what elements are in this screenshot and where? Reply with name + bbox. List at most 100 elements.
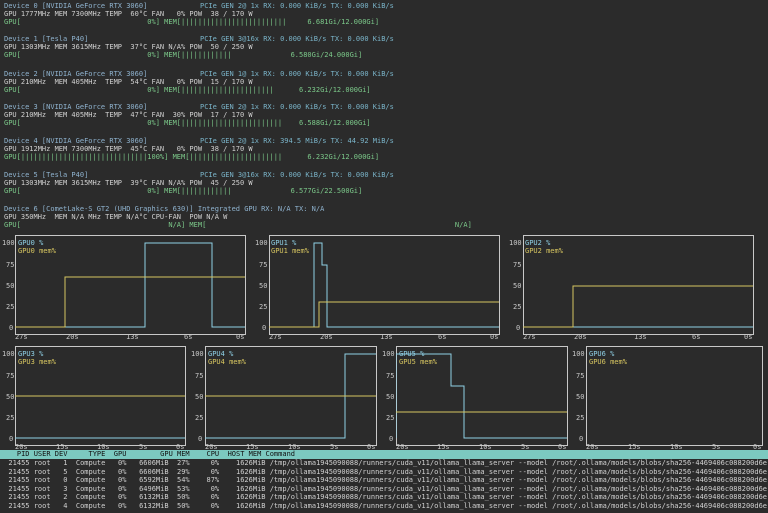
gpu4-xtick-10s: 10s (288, 443, 301, 451)
device-2-stats: GPU 210MHz MEM 405MHz TEMP 54°C FAN 0% P… (4, 78, 253, 86)
gpu5-ytick-100: 100 (382, 350, 395, 358)
gpu4-ytick-50: 50 (195, 393, 204, 401)
gpu0-chart (15, 235, 246, 335)
gpu5-xtick-20s: 20s (396, 443, 409, 451)
gpu3-ytick-75: 75 (6, 372, 15, 380)
device-6-bar: GPU[ N/A] MEM[ N/A] (4, 221, 472, 229)
gpu3-xtick-0s: 0s (176, 443, 185, 451)
gpu0-ytick-25: 25 (6, 303, 15, 311)
gpu5-ytick-0: 0 (389, 435, 394, 443)
device-4-name: Device 4 [NVIDIA GeForce RTX 3060] (4, 137, 148, 145)
gpu2-ytick-50: 50 (513, 282, 522, 290)
gpu1-xtick-6s: 6s (438, 333, 447, 341)
gpu4-ytick-75: 75 (195, 372, 204, 380)
device-1-pcie: PCIe GEN 3@16x RX: 0.000 KiB/s TX: 0.000… (200, 35, 394, 43)
gpu5-xtick-0s: 0s (558, 443, 567, 451)
gpu3-ytick-25: 25 (6, 414, 15, 422)
gpu6-xtick-15s: 15s (628, 443, 641, 451)
process-row[interactable]: 21455 root 3 Compute 0% 6496MiB 53% 0% 1… (0, 485, 768, 493)
gpu6-ytick-25: 25 (576, 414, 585, 422)
gpu1-xtick-27s: 27s (269, 333, 282, 341)
gpu4-ytick-100: 100 (191, 350, 204, 358)
gpu1-xtick-13s: 13s (380, 333, 393, 341)
gpu1-util-line (269, 242, 499, 328)
process-row[interactable]: 21455 root 4 Compute 0% 6132MiB 50% 0% 1… (0, 502, 768, 510)
gpu6-ytick-100: 100 (572, 350, 585, 358)
gpu1-chart (269, 235, 500, 335)
gpu3-xtick-15s: 15s (56, 443, 69, 451)
gpu3-ytick-0: 0 (9, 435, 14, 443)
gpu1-mem-line (269, 301, 499, 328)
gpu1-util-title: GPU1 % (271, 239, 297, 247)
gpu0-xtick-13s: 13s (126, 333, 139, 341)
device-2-bar: GPU[ 0%] MEM[|||||||||||||||||||||| 6.23… (4, 86, 371, 94)
gpu2-xtick-0s: 0s (744, 333, 753, 341)
gpu2-mem-line (523, 285, 753, 328)
gpu5-xtick-10s: 10s (479, 443, 492, 451)
gpu0-mem-line (15, 276, 245, 328)
device-1-stats: GPU 1303MHz MEM 3615MHz TEMP 37°C FAN N/… (4, 43, 253, 51)
gpu1-ytick-25: 25 (259, 303, 268, 311)
gpu0-mem-title: GPU0 mem% (18, 247, 56, 255)
gpu2-ytick-25: 25 (513, 303, 522, 311)
gpu0-util-line (15, 242, 245, 328)
gpu5-xtick-15s: 15s (437, 443, 450, 451)
process-row[interactable]: 21455 root 2 Compute 0% 6132MiB 50% 0% 1… (0, 493, 768, 501)
process-row[interactable]: 21455 root 5 Compute 0% 6606MiB 29% 0% 1… (0, 468, 768, 476)
device-4-stats: GPU 1912MHz MEM 7300MHz TEMP 45°C FAN 0%… (4, 145, 253, 153)
gpu0-xtick-6s: 6s (184, 333, 193, 341)
gpu0-xtick-20s: 20s (66, 333, 79, 341)
gpu5-ytick-75: 75 (386, 372, 395, 380)
gpu2-ytick-75: 75 (513, 261, 522, 269)
gpu6-chart (586, 346, 763, 446)
device-5-bar: GPU[ 0%] MEM[|||||||||||| 6.577Gi/22.500… (4, 187, 363, 195)
gpu6-xtick-10s: 10s (670, 443, 683, 451)
device-0-bar: GPU[ 0%] MEM[||||||||||||||||||||||||| 6… (4, 18, 380, 26)
gpu2-ytick-0: 0 (516, 324, 521, 332)
gpu4-chart (205, 346, 377, 446)
device-5-stats: GPU 1303MHz MEM 3615MHz TEMP 39°C FAN N/… (4, 179, 253, 187)
gpu0-xtick-27s: 27s (15, 333, 28, 341)
device-0-stats: GPU 1777MHz MEM 7300MHz TEMP 60°C FAN 0%… (4, 10, 253, 18)
process-row[interactable]: 21455 root 0 Compute 0% 6592MiB 54% 87% … (0, 476, 768, 484)
gpu3-xtick-5s: 5s (139, 443, 148, 451)
gpu2-xtick-6s: 6s (692, 333, 701, 341)
gpu2-mem-title: GPU2 mem% (525, 247, 563, 255)
device-2-name: Device 2 [NVIDIA GeForce RTX 3060] (4, 70, 148, 78)
device-5-name: Device 5 [Tesla P40] (4, 171, 89, 179)
gpu6-ytick-75: 75 (576, 372, 585, 380)
gpu4-xtick-0s: 0s (367, 443, 376, 451)
gpu3-ytick-100: 100 (2, 350, 15, 358)
device-1-bar: GPU[ 0%] MEM[|||||||||||| 6.580Gi/24.000… (4, 51, 363, 59)
gpu5-xtick-5s: 5s (521, 443, 530, 451)
gpu2-xtick-27s: 27s (523, 333, 536, 341)
gpu4-xtick-15s: 15s (246, 443, 259, 451)
gpu1-xtick-20s: 20s (320, 333, 333, 341)
device-3-stats: GPU 210MHz MEM 405MHz TEMP 47°C FAN 30% … (4, 111, 253, 119)
gpu6-xtick-20s: 20s (586, 443, 599, 451)
gpu6-ytick-0: 0 (579, 435, 584, 443)
gpu4-xtick-5s: 5s (330, 443, 339, 451)
gpu1-xtick-0s: 0s (490, 333, 499, 341)
gpu5-ytick-50: 50 (386, 393, 395, 401)
gpu0-ytick-0: 0 (9, 324, 14, 332)
device-4-pcie: PCIe GEN 2@ 1x RX: 394.5 MiB/s TX: 44.92… (200, 137, 394, 145)
device-0-name: Device 0 [NVIDIA GeForce RTX 3060] (4, 2, 148, 10)
process-row[interactable]: 21455 root 1 Compute 0% 6606MiB 27% 0% 1… (0, 459, 768, 467)
gpu4-mem-title: GPU4 mem% (208, 358, 246, 366)
gpu4-util-title: GPU4 % (208, 350, 234, 358)
gpu1-ytick-50: 50 (259, 282, 268, 290)
device-6-stats: GPU 350MHz MEM N/A MHz TEMP N/A°C CPU-FA… (4, 213, 228, 221)
gpu3-chart (15, 346, 186, 446)
gpu1-ytick-100: 100 (255, 239, 268, 247)
device-6-name: Device 6 [CometLake-S GT2 (UHD Graphics … (4, 205, 325, 213)
device-4-bar: GPU[||||||||||||||||||||||||||||||100%] … (4, 153, 380, 161)
gpu1-mem-title: GPU1 mem% (271, 247, 309, 255)
gpu0-ytick-75: 75 (6, 261, 15, 269)
device-3-pcie: PCIe GEN 2@ 1x RX: 0.000 KiB/s TX: 0.000… (200, 103, 394, 111)
gpu3-mem-title: GPU3 mem% (18, 358, 56, 366)
gpu5-chart (396, 346, 568, 446)
gpu2-util-title: GPU2 % (525, 239, 551, 247)
gpu6-xtick-5s: 5s (712, 443, 721, 451)
